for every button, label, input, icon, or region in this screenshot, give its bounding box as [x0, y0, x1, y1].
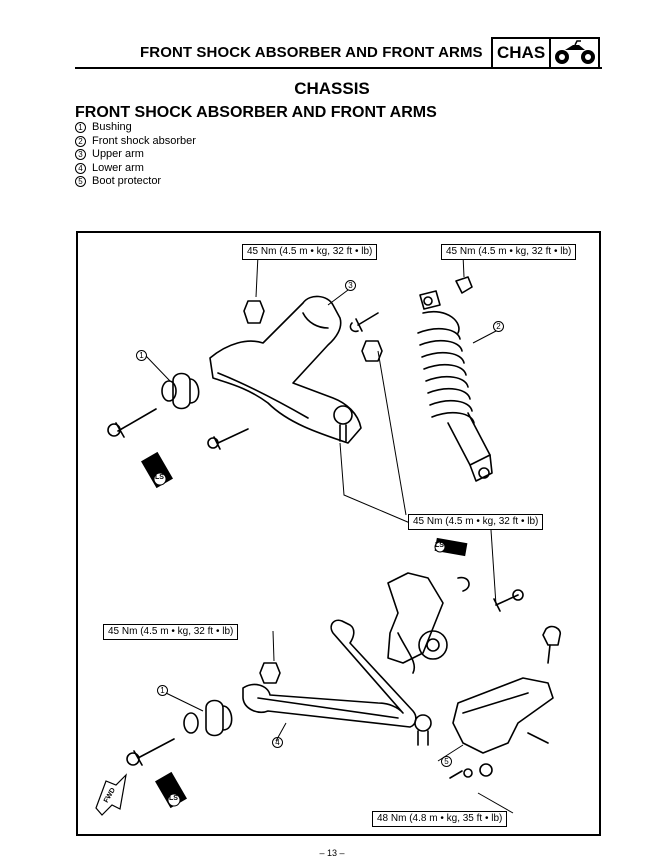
part-label: Front shock absorber [92, 134, 196, 147]
section-badge: CHAS [491, 37, 600, 69]
lower-arm [242, 619, 417, 728]
exploded-diagram: 45 Nm (4.5 m • kg, 32 ft • lb) 45 Nm (4.… [76, 231, 601, 836]
parts-list: 1 Bushing 2 Front shock absorber 3 Upper ar… [75, 121, 196, 189]
bushing [205, 699, 224, 737]
bolt [349, 312, 379, 333]
ls-marker-lower [155, 771, 187, 809]
washer [479, 763, 493, 777]
bolt [133, 738, 175, 766]
steering-knuckle [387, 572, 470, 674]
part-label: Upper arm [92, 148, 144, 160]
header-title: FRONT SHOCK ABSORBER AND FRONT ARMS [140, 44, 483, 61]
section-title: CHASSIS [294, 79, 370, 98]
callout-shock-absorber: 2 [493, 321, 504, 332]
badge-label: CHAS [493, 39, 552, 67]
bolt [493, 594, 519, 612]
callout-bushing-lower: 1 [157, 685, 168, 696]
part-item: 2 Front shock absorber [75, 135, 196, 149]
callout-bushing-upper: 1 [136, 350, 147, 361]
callout-boot-protector: 5 [441, 756, 452, 767]
part-number: 3 [75, 149, 86, 161]
part-label: Boot protector [92, 175, 162, 187]
part-item: 4 Lower arm [75, 162, 196, 176]
nut [361, 340, 383, 362]
part-item: 1 Bushing [75, 121, 196, 135]
part-label: Bushing [92, 121, 132, 133]
subsection-title: FRONT SHOCK ABSORBER AND FRONT ARMS [75, 104, 437, 121]
ls-marker-mid [434, 537, 468, 557]
torque-spec: 45 Nm (4.5 m • kg, 32 ft • lb) [103, 624, 239, 640]
shock-absorber [417, 290, 493, 482]
part-item: 3 Upper arm [75, 148, 196, 162]
bushing [172, 372, 191, 410]
torque-spec: 48 Nm (4.8 m • kg, 35 ft • lb) [372, 811, 508, 827]
part-label: Lower arm [92, 161, 144, 174]
part-number: 2 [75, 135, 86, 147]
tie-rod-end [542, 625, 562, 646]
page-number: – 13 – [319, 848, 345, 858]
torque-spec: 45 Nm (4.5 m • kg, 32 ft • lb) [441, 244, 577, 260]
ls-label: LS [155, 474, 164, 481]
part-number: 4 [75, 162, 86, 174]
part-number: 1 [75, 122, 86, 134]
ls-label: LS [435, 542, 444, 549]
callout-lower-arm: 4 [272, 737, 283, 748]
atv-icon [551, 39, 599, 67]
part-item: 5 Boot protector [75, 175, 196, 189]
ls-marker-upper [141, 451, 173, 489]
bolt [213, 428, 249, 450]
header-rule [75, 67, 602, 69]
callout-upper-arm: 3 [345, 280, 356, 291]
fwd-arrow [95, 773, 127, 816]
torque-spec: 45 Nm (4.5 m • kg, 32 ft • lb) [242, 244, 378, 260]
nut [259, 662, 281, 684]
upper-arm [209, 295, 362, 444]
diagram-drawing [95, 254, 562, 816]
washer [463, 768, 473, 778]
nut [455, 276, 473, 294]
part-number: 5 [75, 176, 86, 188]
boot-protector [452, 677, 554, 754]
torque-spec: 45 Nm (4.5 m • kg, 32 ft • lb) [408, 514, 544, 530]
bolt [115, 408, 157, 438]
nut [243, 300, 265, 324]
ls-label: LS [169, 795, 178, 802]
